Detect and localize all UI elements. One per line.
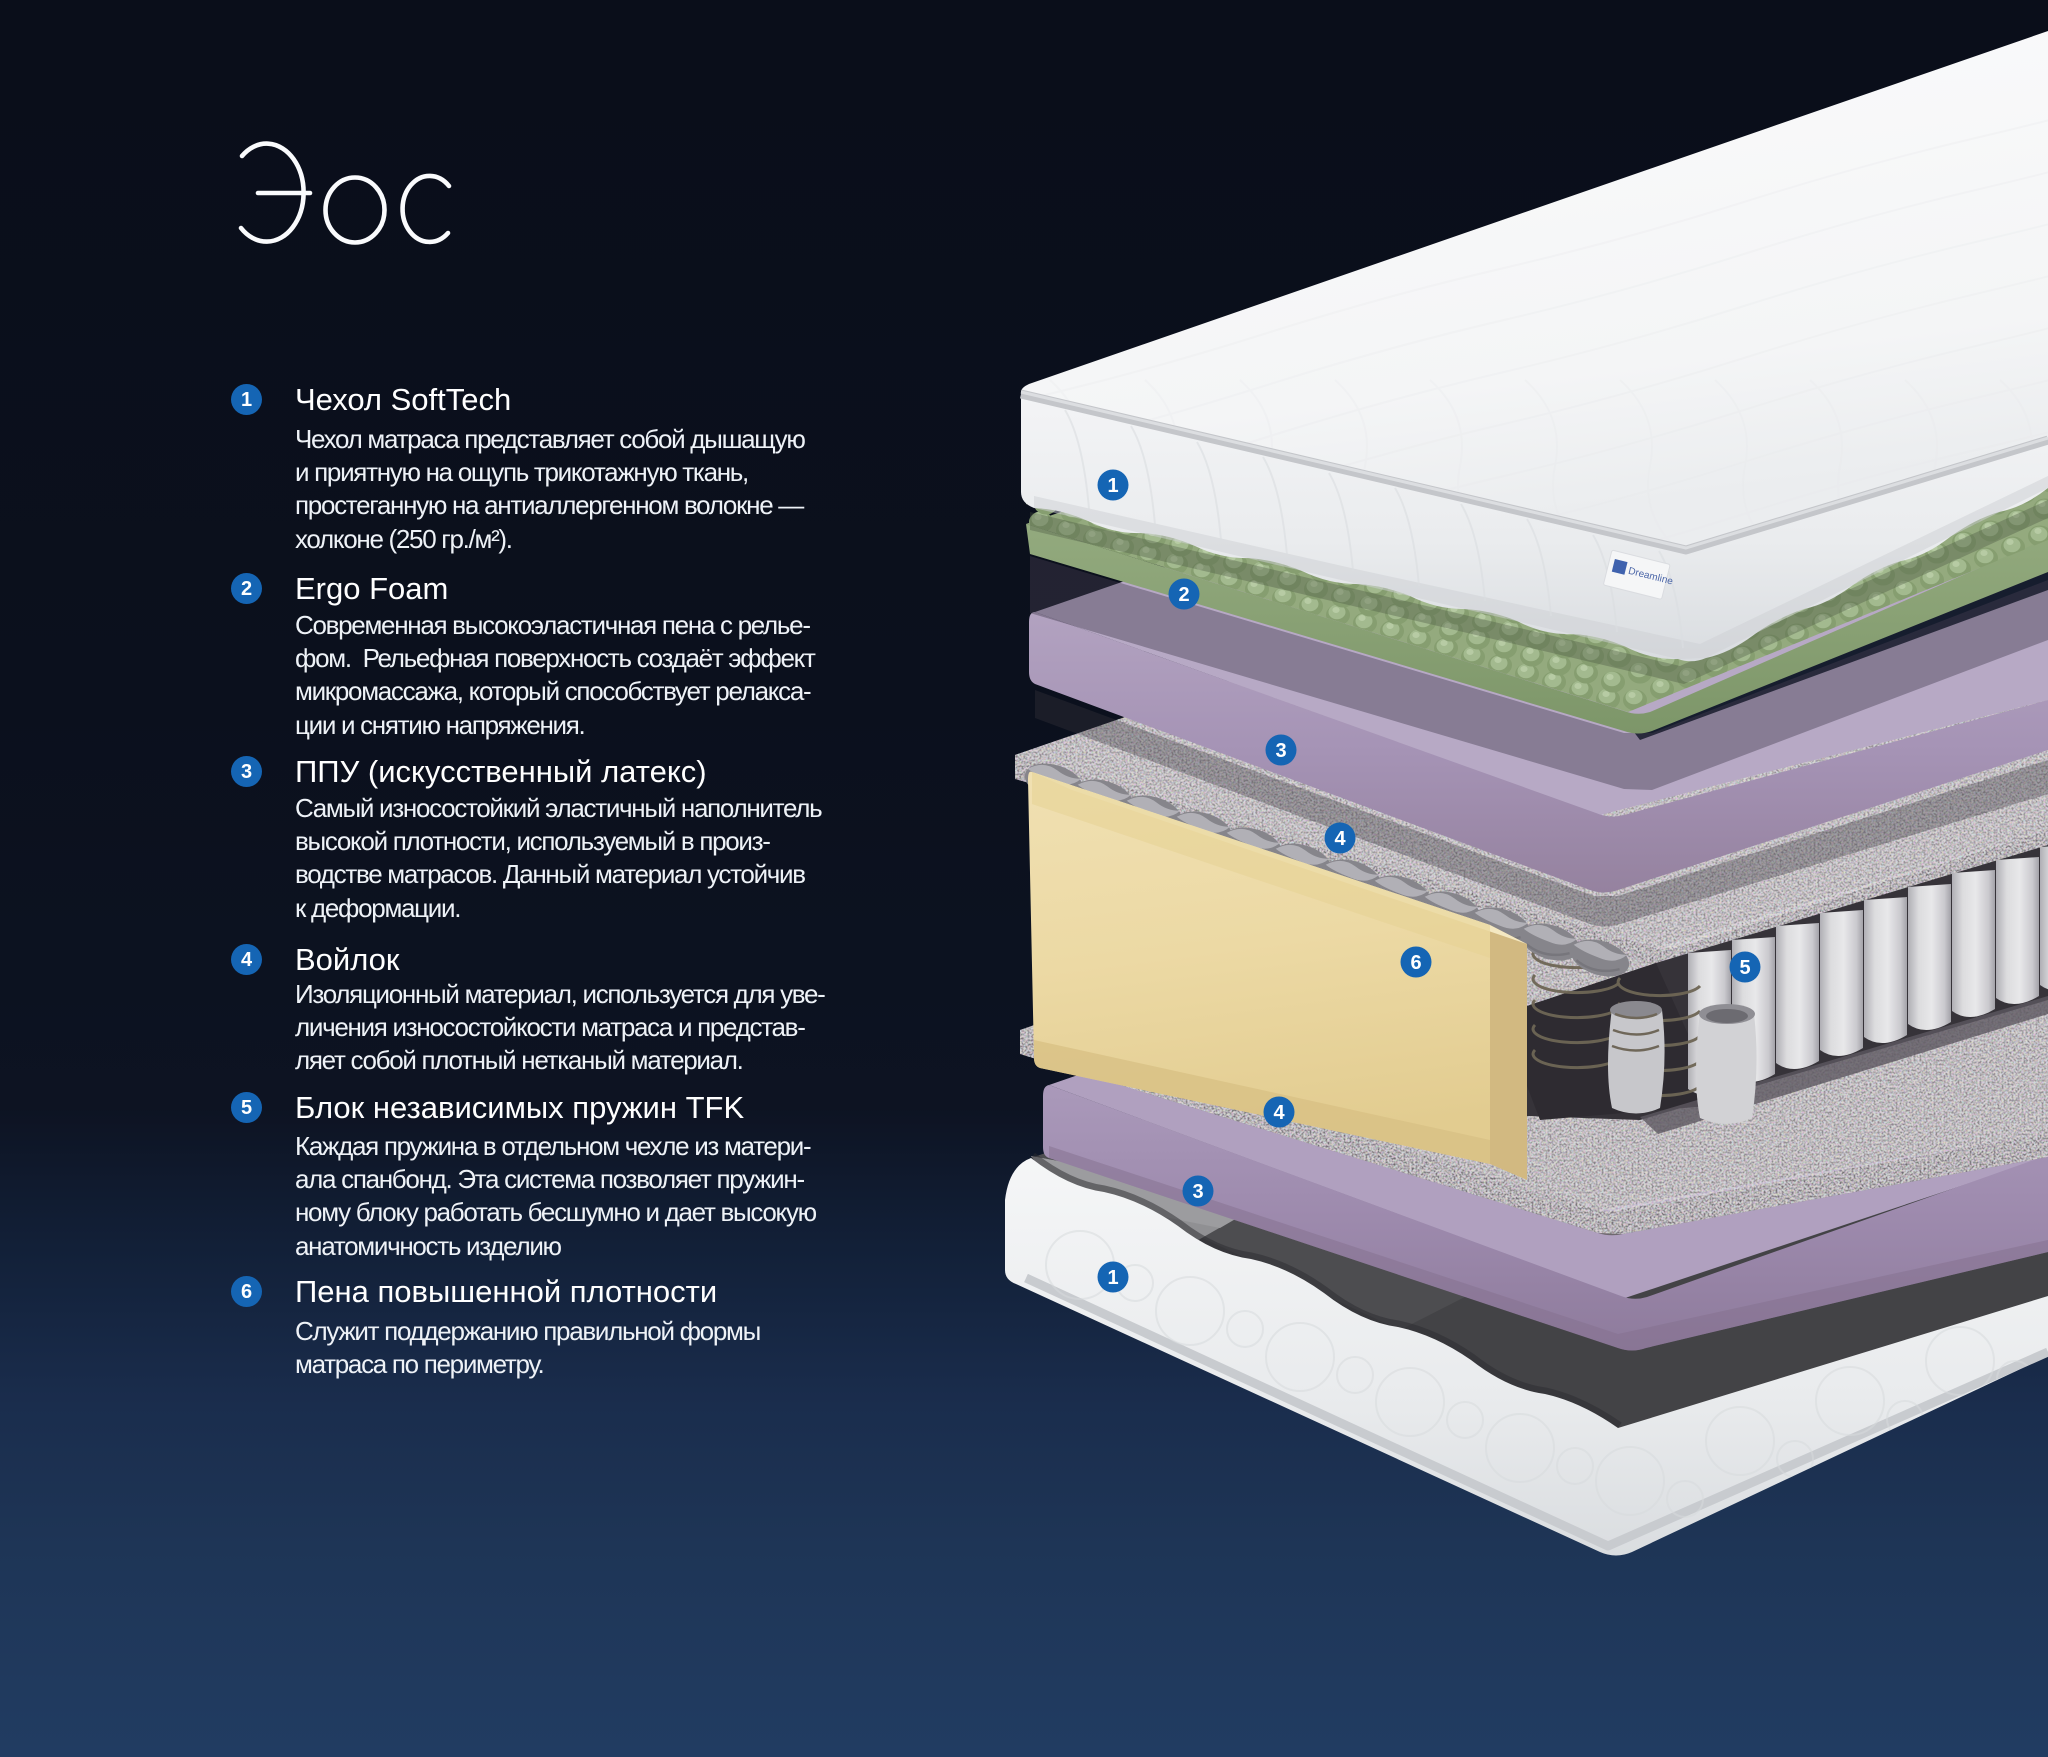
svg-text:3: 3 <box>1192 1181 1203 1203</box>
svg-text:3: 3 <box>1275 740 1286 762</box>
svg-text:1: 1 <box>1107 475 1118 497</box>
svg-text:4: 4 <box>1334 828 1346 850</box>
svg-text:5: 5 <box>1739 957 1750 979</box>
svg-text:6: 6 <box>1410 952 1421 974</box>
svg-text:4: 4 <box>1273 1102 1285 1124</box>
svg-text:2: 2 <box>1178 584 1189 606</box>
svg-text:1: 1 <box>1107 1267 1118 1289</box>
